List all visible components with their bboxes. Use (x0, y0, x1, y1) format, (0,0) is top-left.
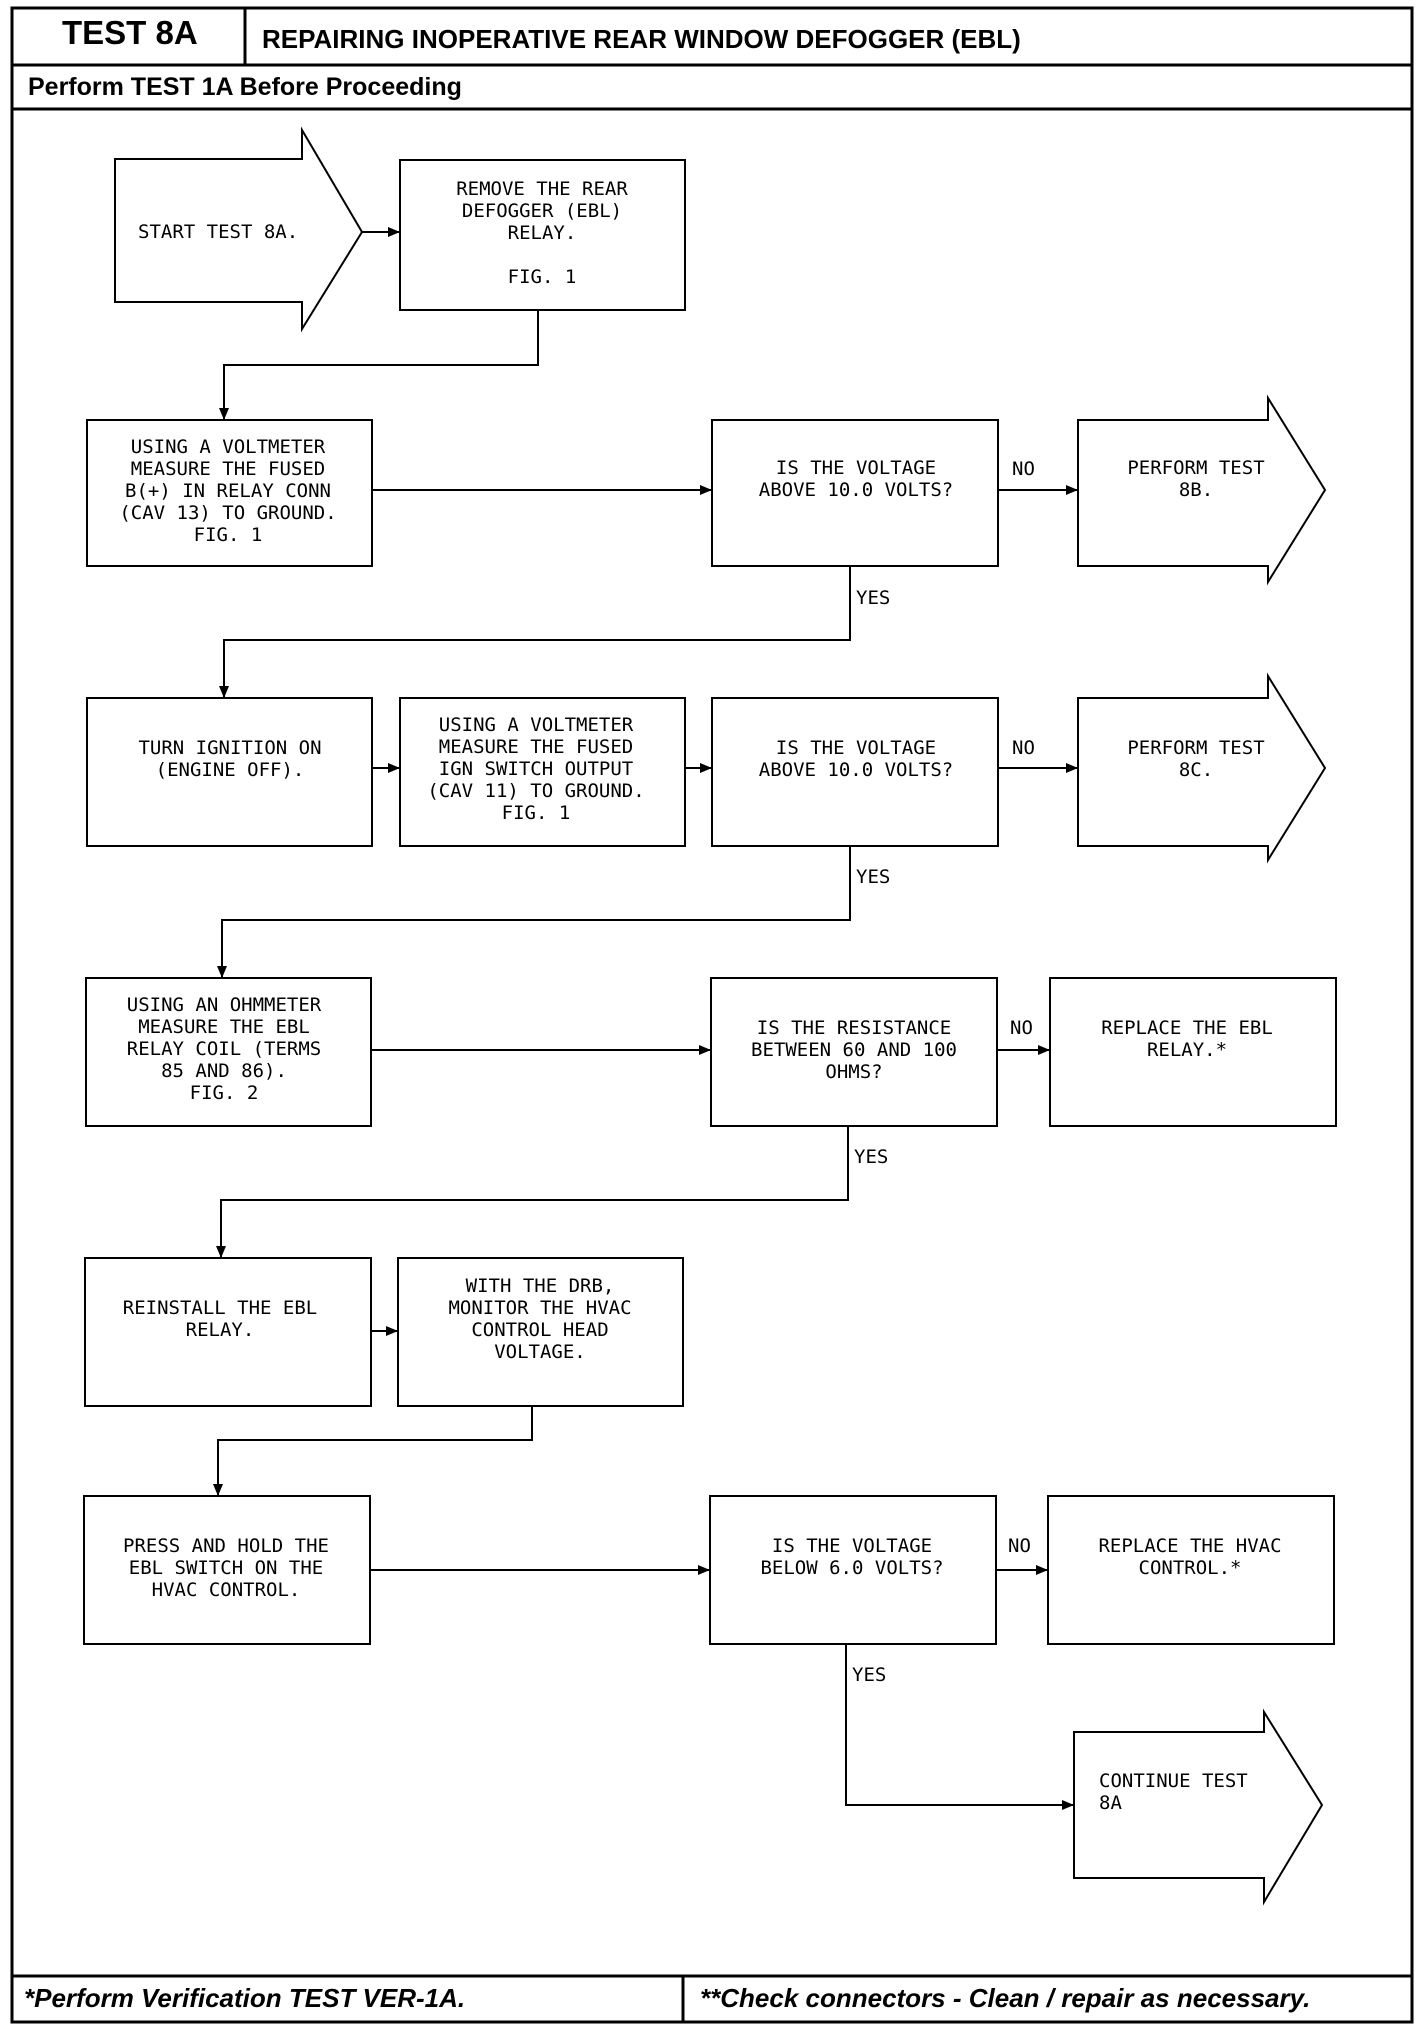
outer-frame (10, 6, 1414, 2024)
rq-yes-label: YES (854, 1146, 889, 1168)
footer-connector-note: **Check connectors - Clean / repair as n… (700, 1983, 1311, 2013)
start-test-label: START TEST 8A. (138, 221, 299, 243)
perform-8b-label: PERFORM TEST 8B. (1127, 457, 1265, 501)
replace-relay-label: REPLACE THE EBL RELAY.* (1101, 1017, 1273, 1061)
turn-ignition-label: TURN IGNITION ON (ENGINE OFF). (138, 737, 322, 781)
resistance-question-box (710, 977, 998, 1127)
q3-no-label: NO (1008, 1535, 1031, 1557)
q2-yes-label: YES (856, 866, 891, 888)
turn-ignition-box (86, 697, 373, 847)
q1-no-label: NO (1012, 458, 1035, 480)
measure-b-plus-label: USING A VOLTMETER MEASURE THE FUSED B(+)… (119, 436, 337, 546)
connector-remove-to-measure (219, 310, 539, 420)
ohmmeter-label: USING AN OHMMETER MEASURE THE EBL RELAY … (126, 994, 322, 1104)
q1-yes-label: YES (856, 587, 891, 609)
connector-q3-yes (845, 1644, 1074, 1810)
continue-test-8a-arrow (1073, 1708, 1324, 1906)
replace-hvac-label: REPLACE THE HVAC CONTROL.* (1098, 1535, 1282, 1579)
remove-relay-box (399, 159, 686, 311)
perform-test-8b-arrow (1077, 394, 1327, 586)
connector-q2-yes (217, 846, 851, 978)
voltage-question-2-label: IS THE VOLTAGE ABOVE 10.0 VOLTS? (758, 737, 954, 781)
page-title: REPAIRING INOPERATIVE REAR WINDOW DEFOGG… (262, 24, 1021, 54)
prerequisite: Perform TEST 1A Before Proceeding (28, 73, 462, 101)
rq-no-label: NO (1010, 1017, 1033, 1039)
connector-q1-yes (219, 566, 851, 698)
perform-8c-label: PERFORM TEST 8C. (1127, 737, 1265, 781)
measure-b-plus-box (86, 419, 373, 567)
voltage-question-2-box (711, 697, 999, 847)
ohmmeter-box (85, 977, 372, 1127)
connector-drb-to-press (213, 1406, 533, 1496)
connector-rq-yes (216, 1126, 849, 1258)
resistance-question-label: IS THE RESISTANCE BETWEEN 60 AND 100 OHM… (751, 1017, 957, 1083)
replace-hvac-box (1047, 1495, 1335, 1645)
measure-ign-box (399, 697, 686, 847)
footer-verification-note: *Perform Verification TEST VER-1A. (24, 1983, 466, 2013)
voltage-question-1-box (711, 419, 999, 567)
voltage-question-3-label: IS THE VOLTAGE BELOW 6.0 VOLTS? (760, 1535, 944, 1579)
measure-ign-label: USING A VOLTMETER MEASURE THE FUSED IGN … (427, 714, 645, 824)
q2-no-label: NO (1012, 737, 1035, 759)
remove-relay-label: REMOVE THE REAR DEFOGGER (EBL) RELAY. FI… (456, 178, 628, 288)
test-id: TEST 8A (62, 14, 198, 51)
continue-8a-label: CONTINUE TEST 8A (1099, 1770, 1248, 1814)
perform-test-8c-arrow (1077, 672, 1327, 864)
q3-yes-label: YES (852, 1664, 887, 1686)
drb-monitor-box (397, 1257, 684, 1407)
press-hold-label: PRESS AND HOLD THE EBL SWITCH ON THE HVA… (123, 1535, 329, 1601)
replace-relay-box (1049, 977, 1337, 1127)
start-test-8a-arrow (114, 126, 364, 333)
reinstall-relay-label: REINSTALL THE EBL RELAY. (122, 1297, 318, 1341)
voltage-question-1-label: IS THE VOLTAGE ABOVE 10.0 VOLTS? (758, 457, 954, 501)
drb-monitor-label: WITH THE DRB, MONITOR THE HVAC CONTROL H… (448, 1275, 632, 1363)
